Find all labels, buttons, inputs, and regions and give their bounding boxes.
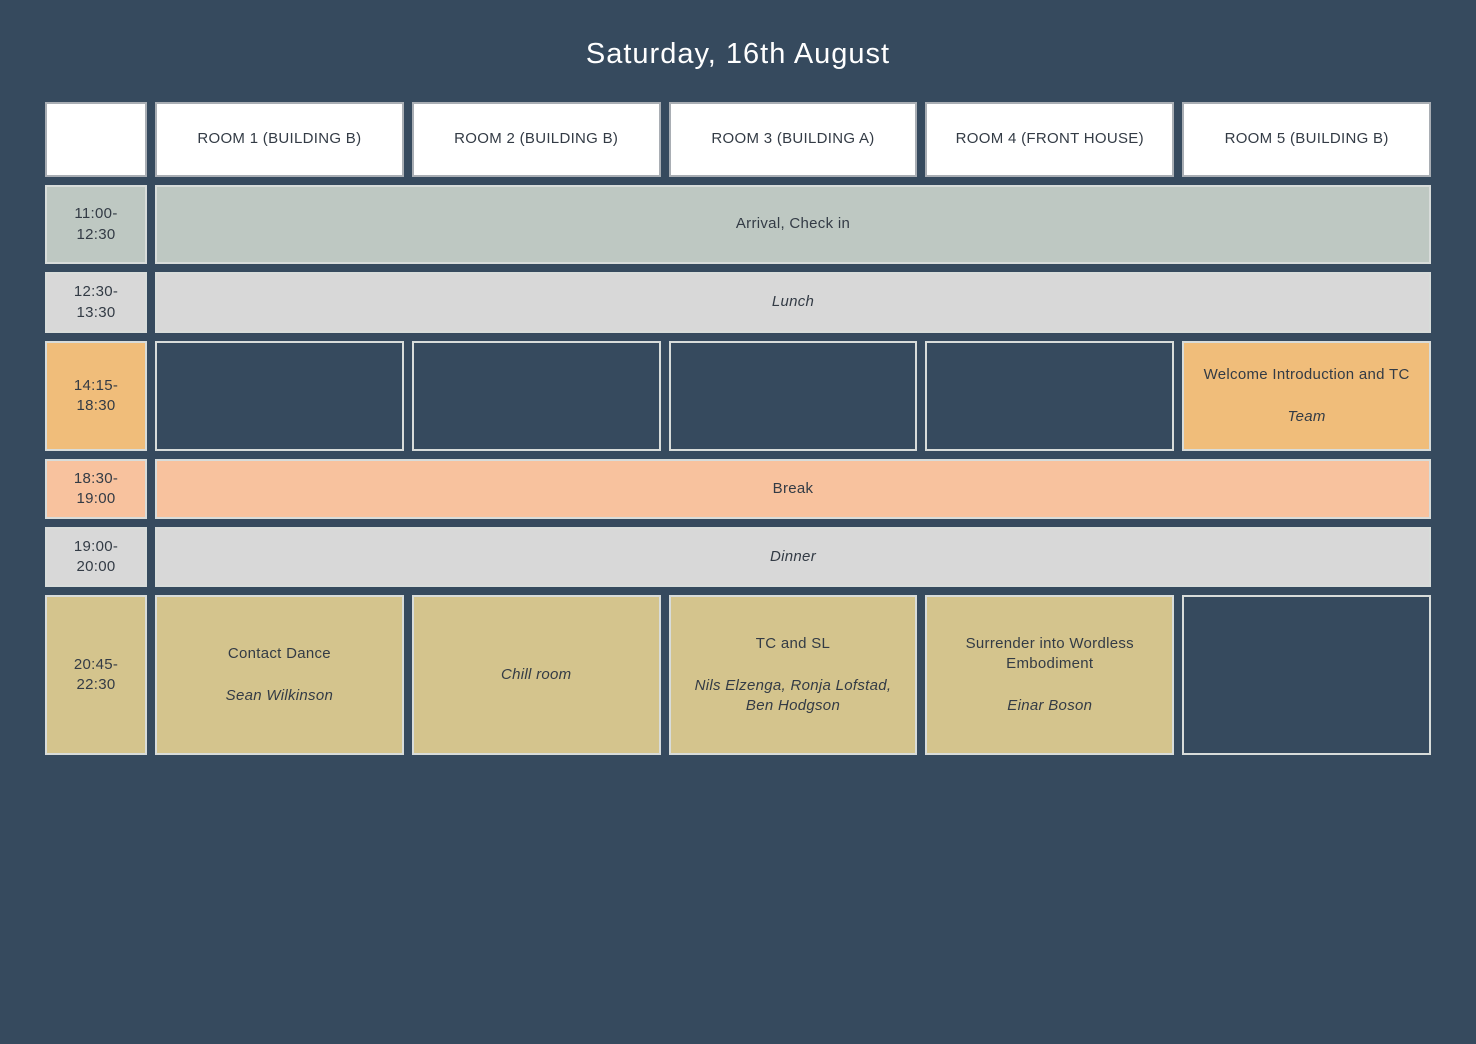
event-contact-dance: Contact Dance Sean Wilkinson <box>155 595 404 755</box>
empty-cell-afternoon-room3 <box>668 341 918 451</box>
time-cell-lunch: 12:30-13:30 <box>45 272 147 333</box>
schedule-table: ROOM 1 (BUILDING B) ROOM 2 (BUILDING B) … <box>45 102 1431 755</box>
event-title: Surrender into Wordless Embodiment <box>965 634 1134 672</box>
event-surrender-wordless-embodiment: Surrender into Wordless Embodiment Einar… <box>925 595 1175 755</box>
empty-cell-afternoon-room1 <box>155 341 404 451</box>
event-facilitator: Sean Wilkinson <box>225 687 334 704</box>
room-header-2: ROOM 2 (BUILDING B) <box>411 102 661 177</box>
event-lunch: Lunch <box>155 272 1431 333</box>
event-welcome-introduction: Welcome Introduction and TC Team <box>1182 341 1431 451</box>
empty-cell-afternoon-room4 <box>925 341 1175 451</box>
empty-cell-evening-room5 <box>1182 595 1431 755</box>
event-arrival-check-in: Arrival, Check in <box>155 185 1431 264</box>
room-header-1: ROOM 1 (BUILDING B) <box>155 102 404 177</box>
event-title: Welcome Introduction and TC <box>1203 365 1410 383</box>
empty-cell-afternoon-room2 <box>411 341 661 451</box>
event-title: TC and SL <box>755 634 831 652</box>
time-cell-evening: 20:45-22:30 <box>45 595 147 755</box>
event-facilitator: Einar Boson <box>1007 697 1093 715</box>
event-tc-and-sl: TC and SL Nils Elzenga, Ronja Lofstad, B… <box>668 595 918 755</box>
time-cell-break: 18:30-19:00 <box>45 459 147 519</box>
room-header-4: ROOM 4 (FRONT HOUSE) <box>925 102 1175 177</box>
event-dinner: Dinner <box>155 527 1431 587</box>
time-cell-dinner: 19:00-20:00 <box>45 527 147 587</box>
room-header-5: ROOM 5 (BUILDING B) <box>1182 102 1431 177</box>
corner-cell <box>45 102 147 177</box>
time-cell-arrival: 11:00-12:30 <box>45 185 147 264</box>
event-facilitator: Nils Elzenga, Ronja Lofstad, Ben Hodgson <box>694 676 892 715</box>
event-title: Contact Dance <box>227 644 331 662</box>
time-cell-afternoon: 14:15-18:30 <box>45 341 147 451</box>
event-facilitator: Team <box>1287 408 1326 425</box>
page-title: Saturday, 16th August <box>585 38 891 70</box>
room-header-3: ROOM 3 (BUILDING A) <box>668 102 918 177</box>
event-chill-room: Chill room <box>411 595 661 755</box>
event-break: Break <box>155 459 1431 519</box>
